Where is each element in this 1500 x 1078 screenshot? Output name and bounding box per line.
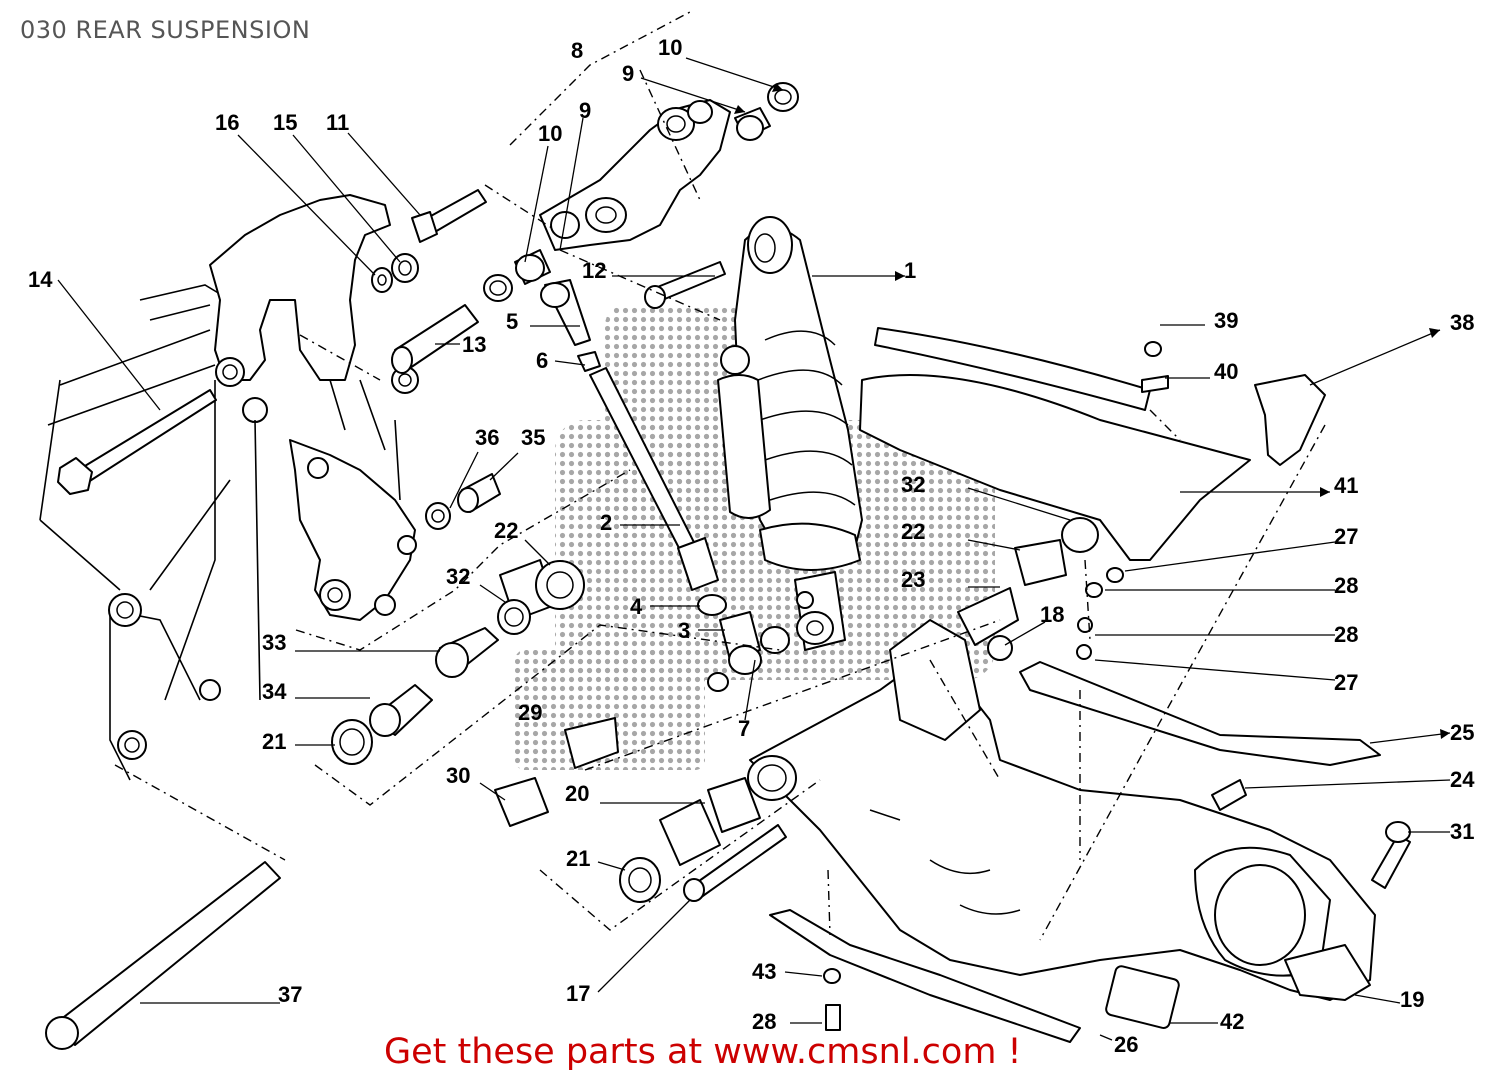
callout-17: 17 <box>566 981 591 1006</box>
callout-4: 4 <box>630 594 643 619</box>
callout-34: 34 <box>262 679 287 704</box>
callout-12: 12 <box>582 258 607 283</box>
callout-22: 22 <box>494 518 519 543</box>
callout-2: 2 <box>600 510 613 535</box>
page-title: 030 REAR SUSPENSION <box>20 16 311 44</box>
callout-18: 18 <box>1040 602 1065 627</box>
callout-27: 27 <box>1334 670 1359 695</box>
callout-39: 39 <box>1214 308 1239 333</box>
callout-11: 11 <box>326 110 350 135</box>
callout-8: 8 <box>571 38 584 63</box>
frame-fasteners <box>57 189 487 495</box>
shock-absorber <box>717 216 863 651</box>
callout-28: 28 <box>1334 622 1359 647</box>
callout-24: 24 <box>1450 767 1475 792</box>
callout-42: 42 <box>1220 1009 1245 1034</box>
callout-20: 20 <box>565 781 590 806</box>
callout-32: 32 <box>901 472 926 497</box>
pivot-parts <box>45 341 1411 1050</box>
callout-5: 5 <box>506 309 519 334</box>
callout-29: 29 <box>518 700 543 725</box>
callout-23: 23 <box>901 567 926 592</box>
callout-21: 21 <box>262 729 287 754</box>
callout-10: 10 <box>658 35 683 60</box>
callout-7: 7 <box>738 716 751 741</box>
callout-28: 28 <box>1334 573 1359 598</box>
callout-35: 35 <box>521 425 546 450</box>
callout-37: 37 <box>278 982 303 1007</box>
callout-31: 31 <box>1450 819 1475 844</box>
callout-3: 3 <box>678 618 691 643</box>
callout-40: 40 <box>1214 359 1239 384</box>
leader-lines <box>57 57 1451 1041</box>
swingarm <box>747 327 1381 1043</box>
callout-38: 38 <box>1450 310 1475 335</box>
callout-21: 21 <box>566 846 591 871</box>
assembly-lines <box>114 11 1326 941</box>
callout-41: 41 <box>1334 473 1359 498</box>
callout-25: 25 <box>1450 720 1475 745</box>
footer-link-text[interactable]: Get these parts at www.cmsnl.com ! <box>384 1032 1022 1072</box>
callout-43: 43 <box>752 959 777 984</box>
callout-19: 19 <box>1400 987 1425 1012</box>
callout-30: 30 <box>446 763 471 788</box>
rear-frame <box>39 194 419 781</box>
callout-33: 33 <box>262 630 287 655</box>
callout-1: 1 <box>904 258 917 283</box>
callout-6: 6 <box>536 348 549 373</box>
callout-26: 26 <box>1114 1032 1139 1057</box>
tie-rod <box>589 367 790 692</box>
callout-16: 16 <box>215 110 240 135</box>
callout-9: 9 <box>622 61 635 86</box>
callout-32: 32 <box>446 564 471 589</box>
arrowheads <box>734 83 1450 739</box>
callout-28: 28 <box>752 1009 777 1034</box>
callout-14: 14 <box>28 267 53 292</box>
callout-15: 15 <box>273 110 298 135</box>
callout-9: 9 <box>579 98 592 123</box>
callout-13: 13 <box>462 332 487 357</box>
callout-22: 22 <box>901 519 926 544</box>
callout-27: 27 <box>1334 524 1359 549</box>
callout-36: 36 <box>475 425 500 450</box>
callout-10: 10 <box>538 121 563 146</box>
